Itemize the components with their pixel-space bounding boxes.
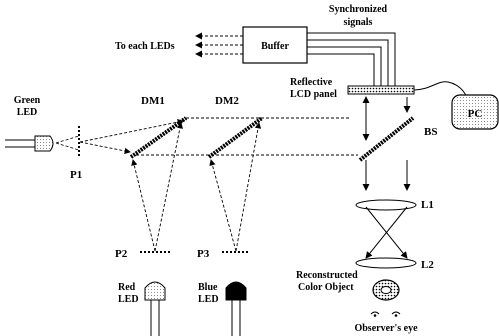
collimated-beam [136,117,358,156]
dm2-label: DM2 [215,95,239,107]
red-led-label-1: Red [118,282,136,293]
green-source-rays [55,135,80,151]
l1-label: L1 [421,199,434,211]
green-led-label-1: Green [14,95,41,106]
sync-signals-label-1: Synchronized [329,4,388,15]
reflective-lcd-panel [347,85,415,95]
lens-l1 [355,199,417,211]
led-signal-arrows [195,32,243,58]
p1-label: P1 [70,169,82,181]
observer-label: Observer's eye [354,323,418,334]
lens-l2 [355,257,417,269]
blue-beam-rays [209,122,262,252]
bs-label: BS [424,126,437,138]
reconstructed-label-2: Color Object [298,282,354,293]
lens-rays [365,206,408,259]
dichroic-mirror-dm1 [129,116,188,159]
green-led-label-2: LED [17,107,38,118]
observer-eye-icon [370,311,401,317]
red-led [144,281,166,336]
reflective-label-2: LCD panel [290,89,337,100]
dm1-label: DM1 [141,95,165,107]
p2-label: P2 [115,248,128,260]
dichroic-mirror-dm2 [207,116,264,159]
sync-signals-label-2: signals [344,17,373,28]
green-beam-rays [79,118,184,155]
reconstructed-object [372,279,400,301]
to-each-leds-label: To each LEDs [115,41,175,52]
p3-label: P3 [197,248,210,260]
pc-label: PC [468,108,483,120]
output-beam [362,160,411,191]
beam-splitter-bs [358,116,415,162]
l2-label: L2 [421,259,434,271]
blue-led [225,281,247,336]
reconstructed-label-1: Reconstructed [296,270,358,281]
blue-led-label-2: LED [198,294,219,305]
pc-box [451,94,499,130]
blue-led-label-1: Blue [198,282,218,293]
lcd-bs-arrows [362,96,411,141]
reflective-label-1: Reflective [290,77,333,88]
green-led [5,135,54,152]
red-beam-rays [131,122,184,252]
buffer-label: Buffer [261,41,289,52]
sync-signal-wires [307,32,396,86]
red-led-label-2: LED [118,294,139,305]
